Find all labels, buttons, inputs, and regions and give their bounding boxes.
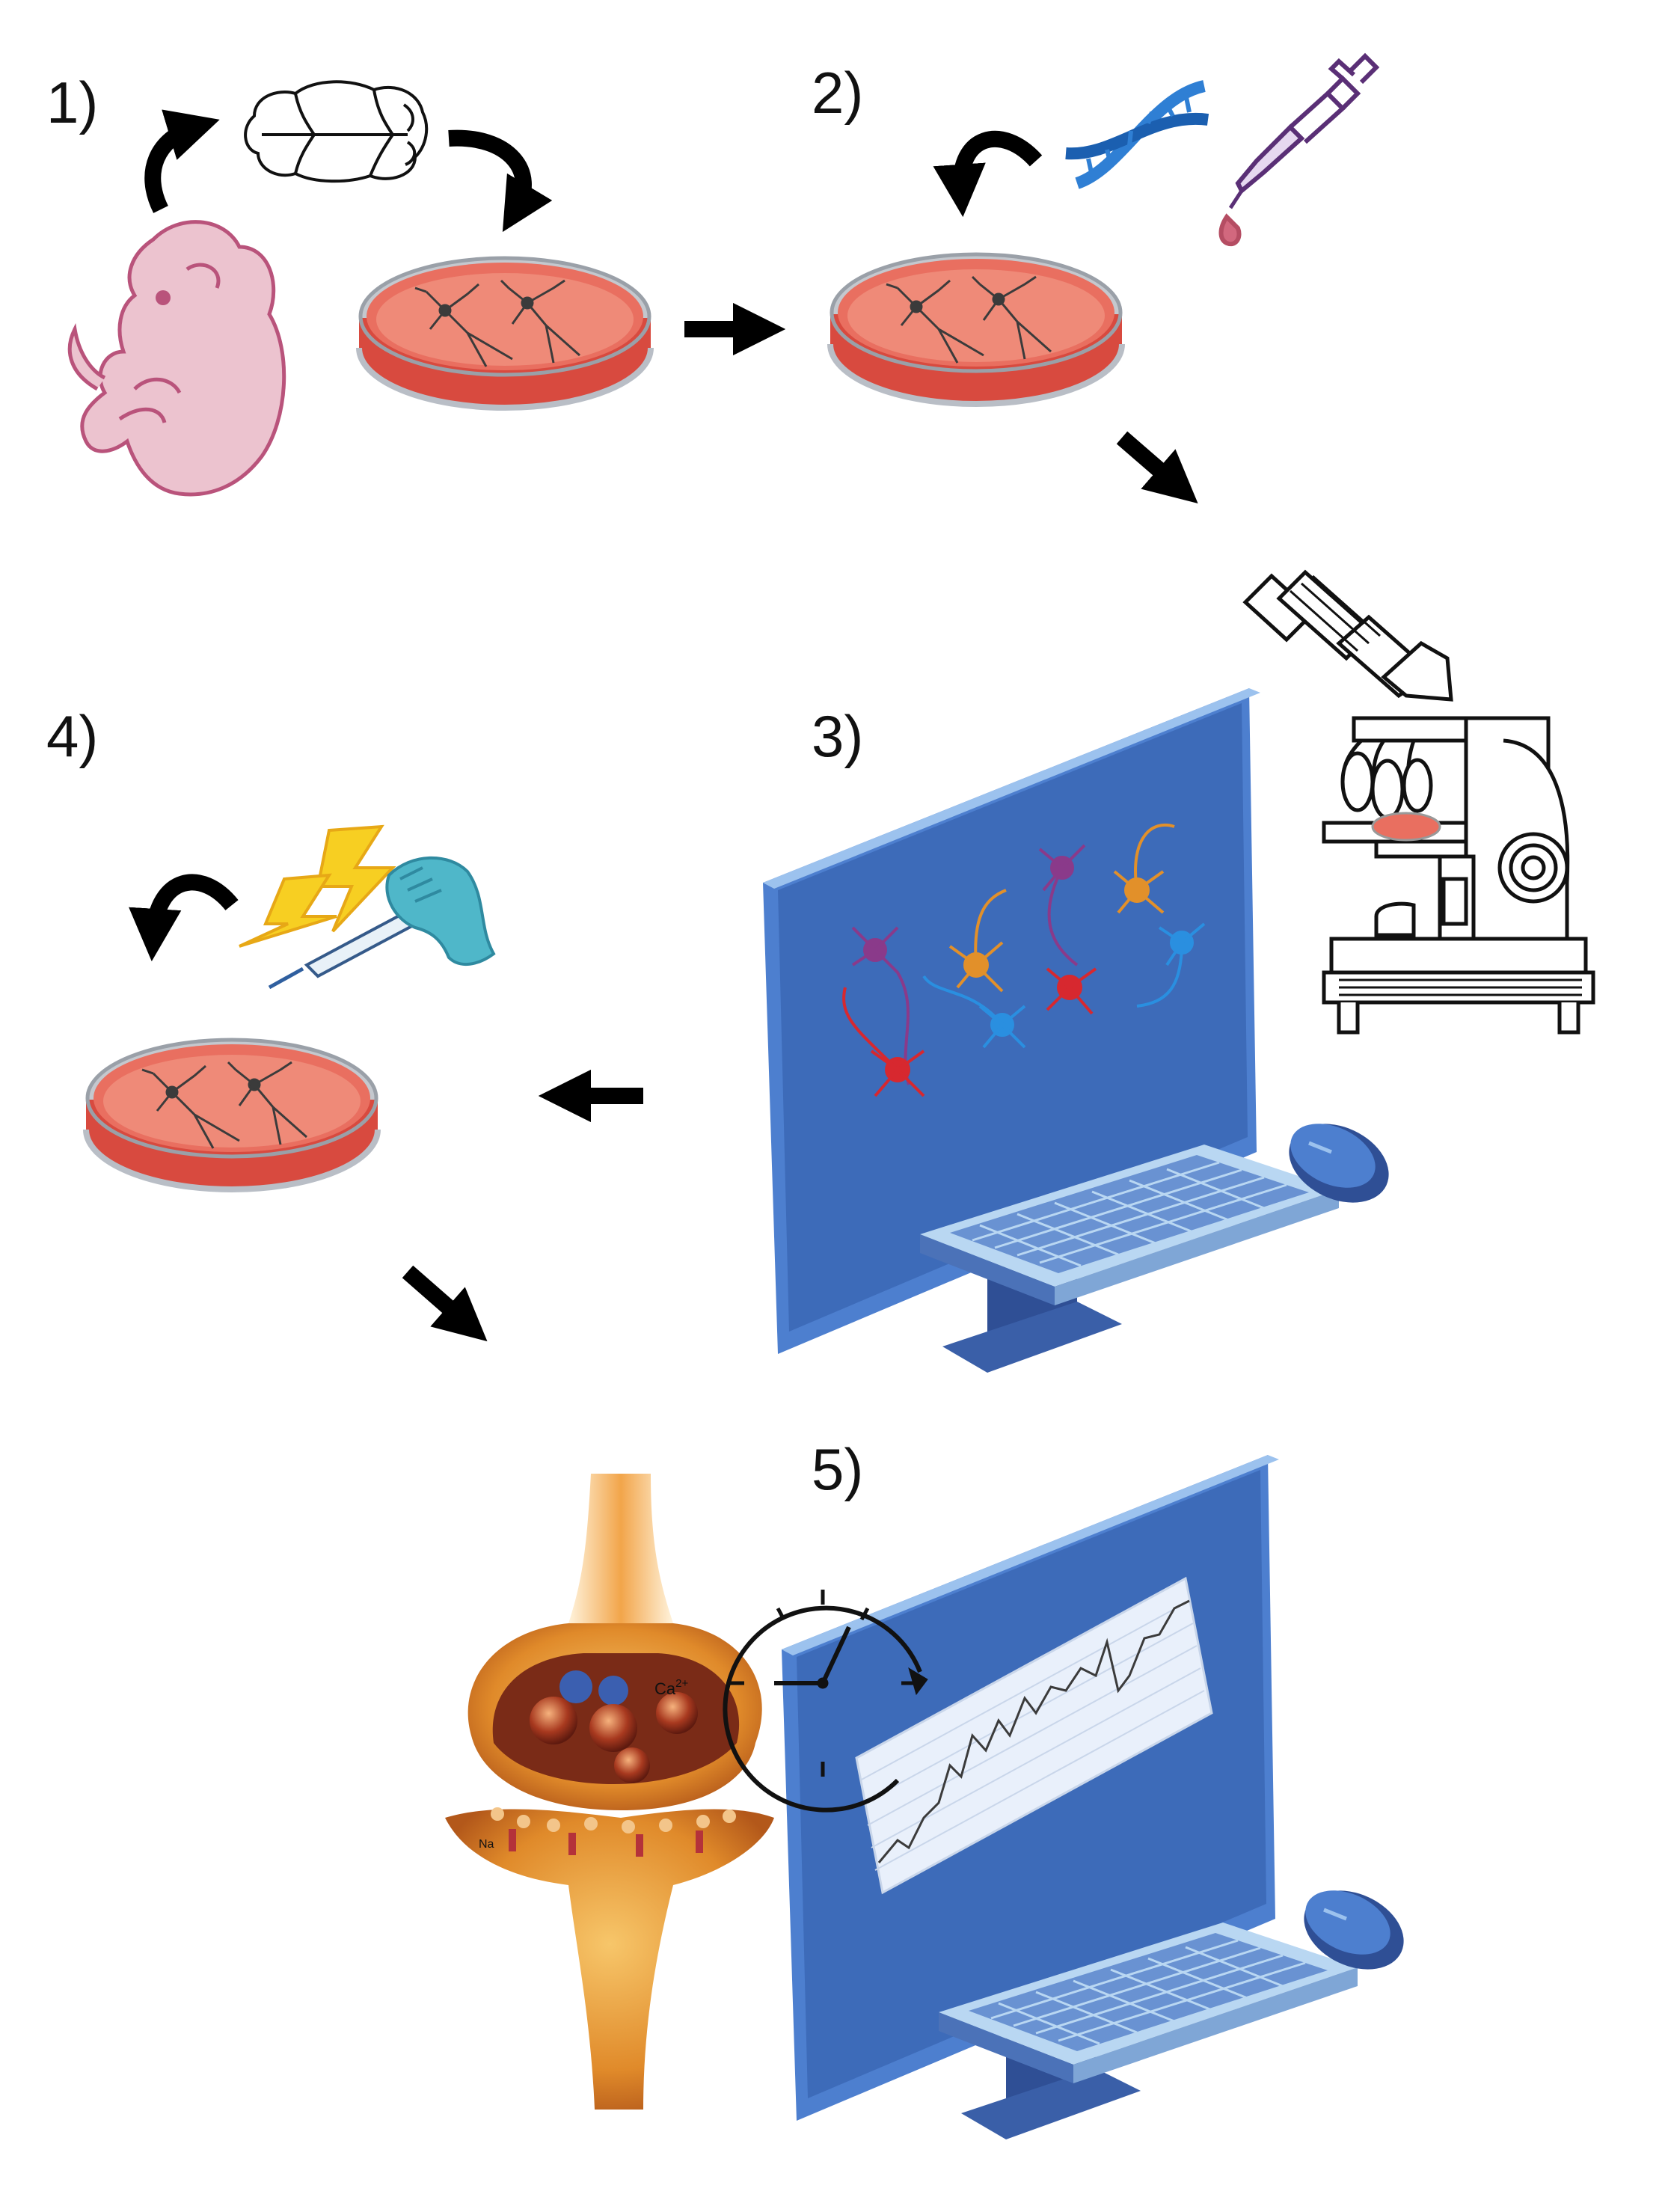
lightning-icon — [239, 824, 396, 948]
gloved-hand-pipette-icon — [268, 856, 496, 990]
step2-group — [830, 52, 1380, 404]
step-label-4: 4) — [46, 703, 99, 769]
step-label-2: 2) — [812, 60, 864, 126]
neuron-network — [842, 823, 1206, 1097]
synapse-icon: Ca2+ Na — [445, 1474, 774, 2110]
step5-group — [723, 1455, 1416, 2139]
straight-arrow-icon — [1116, 431, 1198, 504]
step1-group — [67, 80, 651, 497]
petri-dish-icon — [359, 258, 651, 408]
curved-arrow-icon — [144, 109, 220, 213]
curved-arrow-icon — [448, 129, 553, 233]
step3-group — [763, 688, 1402, 1373]
brain-icon — [244, 80, 429, 183]
recording-trace-panel — [855, 1576, 1213, 1895]
trace-line — [877, 1599, 1190, 1863]
sodium-ion-label: Na — [479, 1838, 494, 1851]
petri-dish-icon — [830, 254, 1122, 404]
straight-arrow-icon — [402, 1265, 488, 1342]
curved-arrow-icon — [129, 874, 239, 962]
step4-group — [86, 824, 496, 1189]
curved-arrow-icon — [933, 130, 1043, 218]
step-label-1: 1) — [46, 70, 99, 135]
dna-icon — [1065, 80, 1209, 189]
step-label-5: 5) — [812, 1436, 864, 1502]
pipette-icon — [1218, 52, 1380, 247]
microscope-icon — [1242, 569, 1595, 1035]
clock-icon — [723, 1590, 928, 1813]
step-label-3: 3) — [812, 703, 864, 769]
petri-dish-icon — [86, 1040, 378, 1189]
mouse-pup-icon — [67, 220, 286, 497]
calcium-ion-label: Ca2+ — [654, 1677, 688, 1698]
